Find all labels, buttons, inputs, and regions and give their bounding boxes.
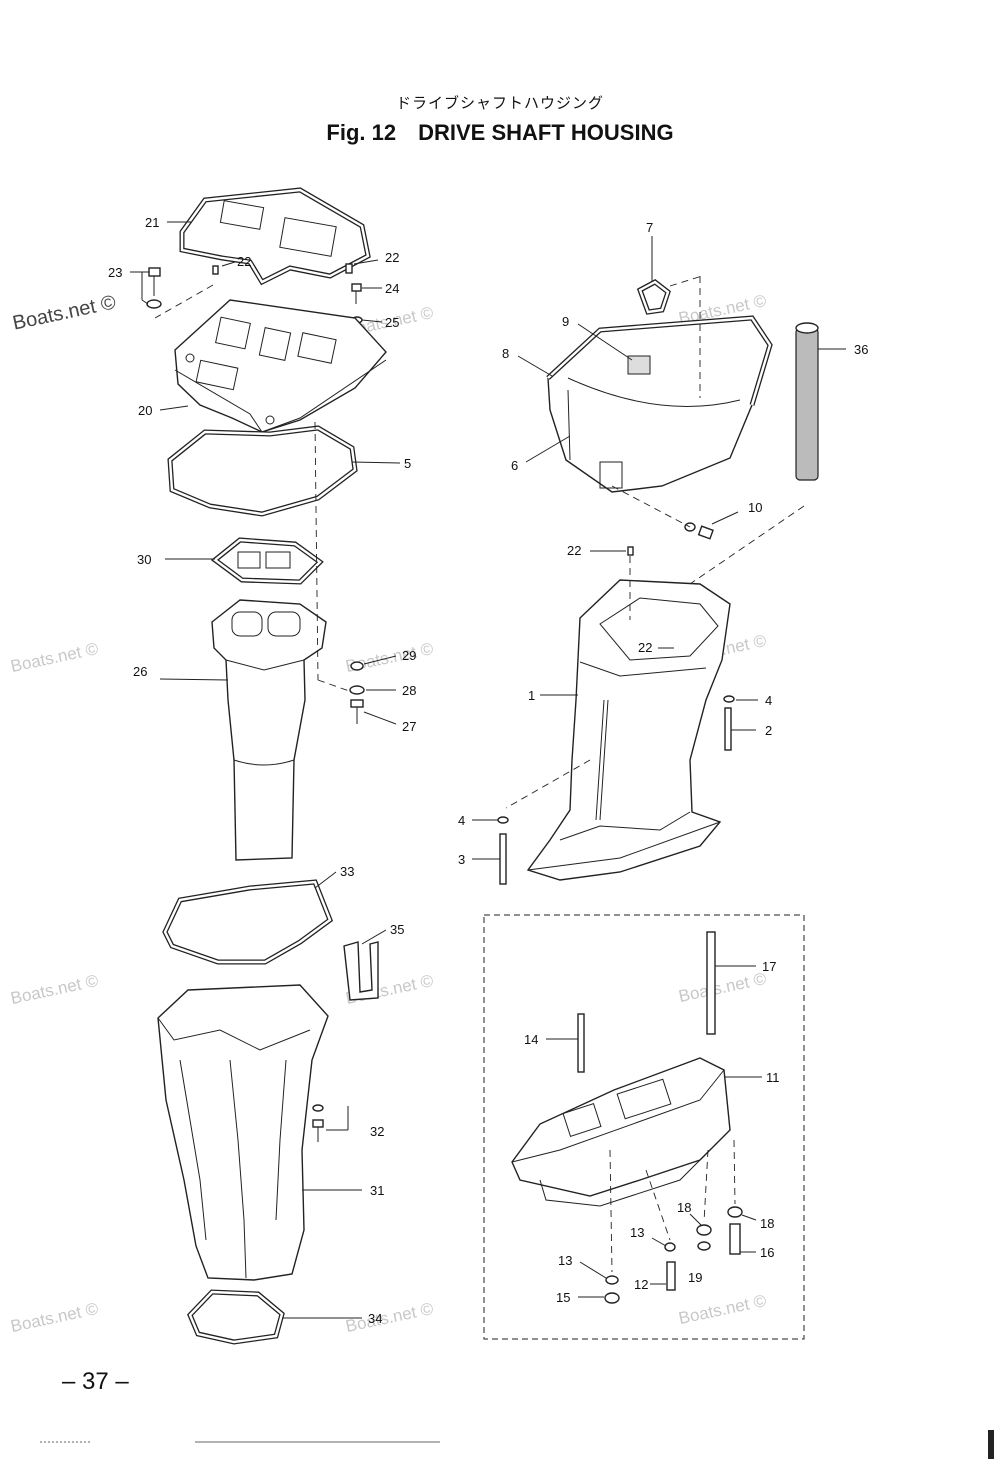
page-number: – 37 – xyxy=(62,1368,129,1395)
part-22-dowel xyxy=(627,546,634,556)
part-24-bolt xyxy=(351,283,362,304)
callout-21: 21 xyxy=(145,215,159,230)
callout-28: 28 xyxy=(402,683,416,698)
callout-3: 3 xyxy=(458,852,465,867)
figure-title: Fig. 12 DRIVE SHAFT HOUSING xyxy=(0,120,1000,146)
part-36-hose xyxy=(795,322,819,481)
part-5-gasket xyxy=(167,425,358,517)
callout-17: 17 xyxy=(762,959,776,974)
leader-lines xyxy=(130,221,846,1319)
callout-2: 2 xyxy=(765,723,772,738)
callout-10: 10 xyxy=(748,500,762,515)
callout-4: 4 xyxy=(458,813,465,828)
callout-27: 27 xyxy=(402,719,416,734)
callout-4: 4 xyxy=(765,693,772,708)
part-23-bolt xyxy=(146,267,162,309)
japanese-title: ドライブシャフトハウジング xyxy=(395,94,604,112)
part-12-bolt xyxy=(666,1261,676,1291)
part-27-bolt xyxy=(350,699,364,724)
callout-5: 5 xyxy=(404,456,411,471)
callout-11: 11 xyxy=(766,1070,780,1085)
part-4-seal xyxy=(497,816,509,824)
callout-20: 20 xyxy=(138,403,152,418)
part-21-gasket xyxy=(179,187,371,286)
callout-18: 18 xyxy=(677,1200,691,1215)
callout-26: 26 xyxy=(133,664,147,679)
callout-18: 18 xyxy=(760,1216,774,1231)
part-19-washer xyxy=(697,1241,711,1251)
part-13-washer xyxy=(605,1275,619,1285)
callout-16: 16 xyxy=(760,1245,774,1260)
part-6-8-apron xyxy=(546,315,773,493)
callout-36: 36 xyxy=(854,342,868,357)
part-14-stud xyxy=(577,1013,585,1073)
callout-9: 9 xyxy=(562,314,569,329)
part-30-exhaust-gasket xyxy=(210,537,324,585)
part-35-bracket xyxy=(343,941,379,1001)
part-7-grommet xyxy=(636,279,671,315)
part-13-washer xyxy=(664,1242,676,1252)
callout-25: 25 xyxy=(385,315,399,330)
part-1-drive-shaft-housing xyxy=(526,579,731,881)
part-2-stud xyxy=(724,707,732,751)
callout-19: 19 xyxy=(688,1270,702,1285)
figure-title-text: DRIVE SHAFT HOUSING xyxy=(418,120,674,145)
part-15-nut xyxy=(604,1292,620,1304)
part-26-exhaust-tube xyxy=(211,599,327,861)
part-16-bolt xyxy=(729,1223,741,1255)
callout-34: 34 xyxy=(368,1311,382,1326)
callout-30: 30 xyxy=(137,552,151,567)
part-18-nut xyxy=(696,1224,712,1236)
callout-22: 22 xyxy=(385,250,399,265)
callout-22: 22 xyxy=(567,543,581,558)
part-28-washer xyxy=(349,685,365,695)
callout-13: 13 xyxy=(630,1225,644,1240)
part-11-plate xyxy=(511,1057,731,1207)
part-29-washer xyxy=(350,661,364,671)
callout-32: 32 xyxy=(370,1124,384,1139)
callout-labels: 21 23 22 22 24 25 20 5 30 26 29 28 27 7 … xyxy=(108,215,868,1326)
part-32-bolt xyxy=(312,1119,324,1142)
part-31-housing-cover xyxy=(157,984,329,1281)
callout-22: 22 xyxy=(638,640,652,655)
callout-7: 7 xyxy=(646,220,653,235)
callout-1: 1 xyxy=(528,688,535,703)
callout-35: 35 xyxy=(390,922,404,937)
callout-31: 31 xyxy=(370,1183,384,1198)
part-20-adapter xyxy=(174,299,387,433)
callout-14: 14 xyxy=(524,1032,538,1047)
part-18-nut xyxy=(727,1206,743,1218)
callout-8: 8 xyxy=(502,346,509,361)
part-34-gasket xyxy=(187,1289,285,1345)
inset-box xyxy=(483,914,805,1340)
part-22-dowel xyxy=(212,265,219,275)
callout-15: 15 xyxy=(556,1290,570,1305)
callout-13: 13 xyxy=(558,1253,572,1268)
part-33-gasket xyxy=(162,879,334,965)
part-32-washer xyxy=(312,1104,324,1112)
callout-29: 29 xyxy=(402,648,416,663)
callout-6: 6 xyxy=(511,458,518,473)
part-17-stud xyxy=(706,931,716,1035)
callout-23: 23 xyxy=(108,265,122,280)
part-3-stud xyxy=(499,833,507,885)
part-22-dowel xyxy=(345,263,353,274)
callout-24: 24 xyxy=(385,281,399,296)
figure-number: Fig. 12 xyxy=(326,120,397,145)
callout-22: 22 xyxy=(237,254,251,269)
part-10-screw xyxy=(684,522,714,540)
part-4-seal xyxy=(723,695,735,703)
callout-33: 33 xyxy=(340,864,354,879)
part-9-label xyxy=(627,355,651,375)
callout-12: 12 xyxy=(634,1277,648,1292)
